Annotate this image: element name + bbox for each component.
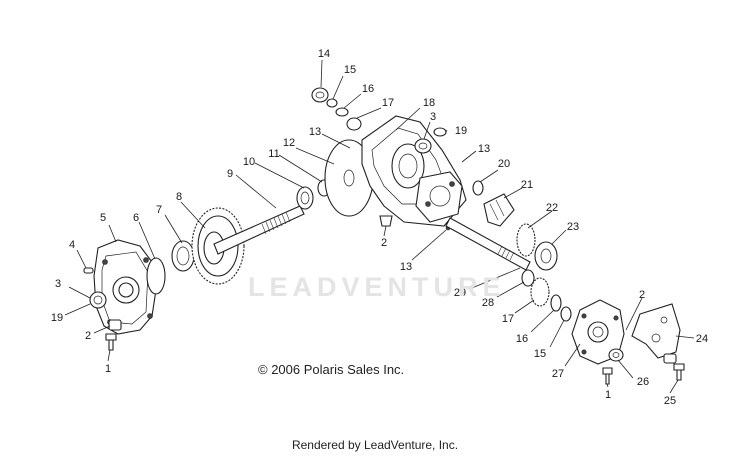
ring-part-16-lower	[550, 294, 562, 312]
ring-part-20	[472, 180, 484, 196]
bolt-part-1-lower	[602, 367, 613, 385]
o-ring-part-6	[146, 257, 166, 295]
callout-1-left: 1	[105, 363, 111, 375]
center-housing-group	[311, 87, 467, 231]
bushing-part-2-left	[108, 319, 122, 331]
callout-11: 11	[268, 148, 279, 160]
callout-13-top: 13	[478, 143, 490, 155]
callout-4: 4	[69, 239, 75, 251]
callout-7: 7	[156, 204, 162, 216]
callout-19-left: 19	[51, 312, 63, 324]
gear-part-22	[516, 223, 536, 257]
callout-16-top: 16	[362, 83, 374, 95]
callout-23: 23	[567, 221, 579, 233]
callout-26: 26	[637, 376, 649, 388]
callout-15-top: 15	[344, 64, 356, 76]
bearing-part-10	[296, 186, 314, 210]
callout-27: 27	[552, 368, 564, 380]
callout-17-top: 17	[382, 97, 394, 109]
callout-2-left: 2	[85, 330, 91, 342]
ring-part-16-top	[335, 107, 349, 117]
callout-28: 28	[482, 297, 494, 309]
callout-9: 9	[227, 168, 233, 180]
bolt-part-25	[673, 363, 685, 381]
callout-29: 29	[454, 287, 466, 299]
callout-8: 8	[176, 191, 182, 203]
callout-6: 6	[133, 212, 139, 224]
bearing-part-23	[534, 241, 558, 271]
callout-15-low: 15	[534, 348, 546, 360]
callout-13-mid: 13	[309, 126, 321, 138]
seal-part-14-top	[311, 87, 329, 103]
bushing-part-2-center	[379, 215, 393, 227]
dowel-pin-part-4	[83, 267, 94, 274]
callout-3-top: 3	[430, 111, 436, 123]
callout-13-low: 13	[400, 261, 412, 273]
callout-2-right: 2	[639, 289, 645, 301]
left-cover-group	[83, 239, 195, 351]
washer-part-15-lower	[560, 306, 572, 322]
right-shaft-group	[445, 180, 572, 322]
leader-lines	[64, 59, 695, 394]
callout-25: 25	[664, 395, 676, 407]
bearing-part-7	[171, 240, 195, 272]
callout-3-left: 3	[55, 278, 61, 290]
seal-part-26	[608, 348, 624, 362]
callout-10: 10	[243, 156, 255, 168]
callout-19-top: 19	[455, 125, 467, 137]
main-shaft-group	[191, 139, 374, 285]
bracket-part-24	[631, 303, 681, 359]
right-cover-group	[571, 299, 685, 385]
callout-1-right: 1	[605, 389, 611, 401]
watermark-text: LEADVENTURE	[248, 272, 506, 302]
callout-12: 12	[283, 137, 295, 149]
callout-14-top: 14	[318, 48, 330, 60]
bearing-part-17-top	[346, 117, 362, 131]
bushing-part-2-right	[663, 353, 677, 364]
bolt-part-1-left	[105, 333, 117, 351]
callout-21: 21	[521, 179, 533, 191]
callout-16-low: 16	[516, 333, 528, 345]
callout-22: 22	[546, 202, 558, 214]
gear-part-21	[483, 193, 515, 227]
callout-17-low: 17	[502, 313, 514, 325]
copyright-text: © 2006 Polaris Sales Inc.	[258, 362, 405, 377]
seal-part-3-top	[414, 138, 432, 154]
footer-credit: Rendered by LeadVenture, Inc.	[291, 438, 459, 452]
shaft-part-9	[213, 205, 305, 255]
callout-18: 18	[423, 97, 435, 109]
callout-2-center: 2	[381, 237, 387, 249]
callout-20: 20	[498, 158, 510, 170]
callout-5: 5	[100, 212, 106, 224]
callout-24: 24	[696, 333, 708, 345]
washer-part-15-top	[326, 98, 338, 108]
gear-part-17-lower	[530, 277, 550, 307]
ring-part-28	[521, 269, 535, 287]
callout-labels: 14 15 16 17 18 3 19 13 12 13 11 10 9 20 …	[51, 48, 708, 407]
washer-part-19-top	[433, 127, 447, 137]
seal-part-3-left	[89, 291, 107, 309]
